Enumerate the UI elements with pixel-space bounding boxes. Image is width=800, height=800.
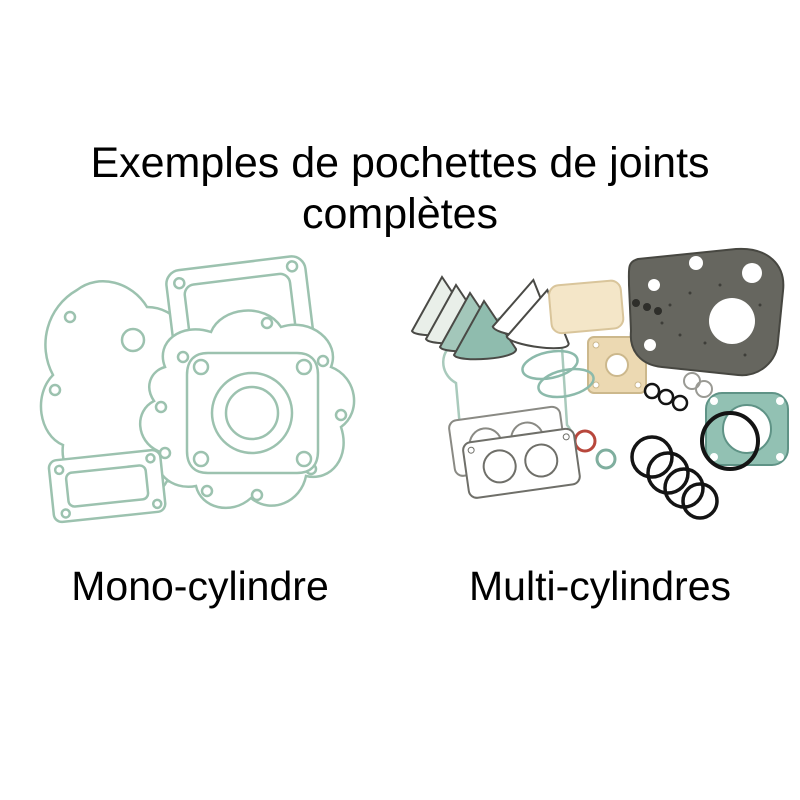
mono-gasket-set-icon <box>39 255 356 524</box>
multi-cylinder-gasket-kit-illustration <box>400 245 800 557</box>
tan-base-gasket <box>587 336 647 394</box>
red-o-ring <box>573 429 597 453</box>
o-ring-stack <box>630 435 719 520</box>
title-line-2: complètes <box>302 189 498 238</box>
cylinder-head-gasket <box>185 351 320 475</box>
multi-cylinder-column: Multi-cylindres <box>400 245 800 610</box>
mono-cylinder-column: Mono-cylindre <box>0 245 400 610</box>
teal-oval-gaskets <box>521 349 595 399</box>
valve-seals <box>632 299 662 315</box>
reed-valve-gasket <box>47 448 167 524</box>
multi-gasket-set-icon <box>410 247 789 520</box>
small-o-rings <box>643 382 689 412</box>
metal-washers <box>683 372 713 398</box>
teal-head-gasket <box>705 392 789 466</box>
cream-base-gasket <box>548 279 625 335</box>
reed-gasket-stack <box>410 275 517 361</box>
caption-multi-cylindres: Multi-cylindres <box>469 563 731 609</box>
illustration-row: Mono-cylindre <box>0 245 800 610</box>
dark-clutch-cover-gasket <box>627 247 785 377</box>
green-o-ring <box>595 448 617 470</box>
reed-gasket-stack-2 <box>491 278 570 350</box>
mono-cylinder-gasket-kit-illustration <box>15 245 385 557</box>
cylinder-base-gasket-stack <box>448 405 581 499</box>
caption-mono-cylindre: Mono-cylindre <box>71 563 329 609</box>
large-o-ring <box>700 411 760 471</box>
title-line-1: Exemples de pochettes de joints <box>90 139 710 187</box>
